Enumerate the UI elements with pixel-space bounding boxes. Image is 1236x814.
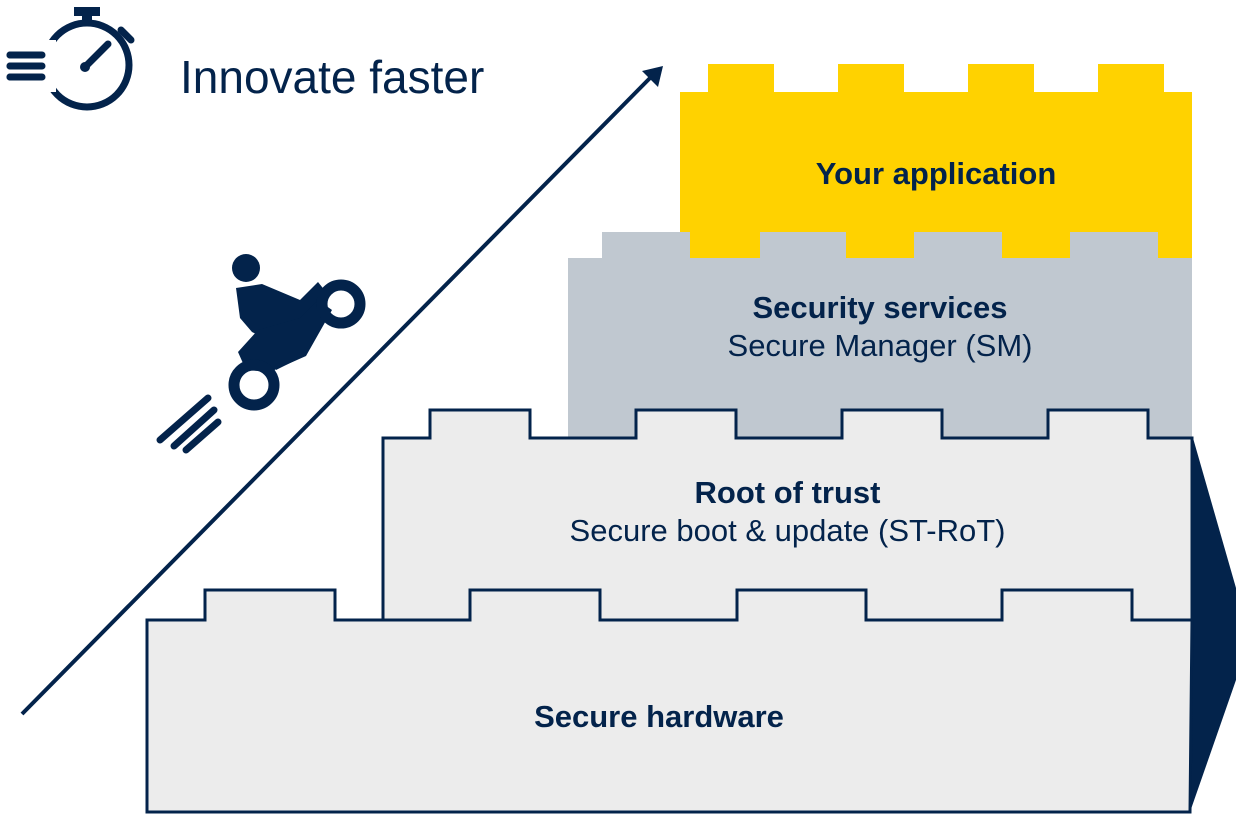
stopwatch-icon — [6, 7, 135, 111]
motorcycle-rider-icon — [156, 254, 366, 454]
diagonal-arrow — [20, 66, 663, 716]
layer-title: Security services — [752, 290, 1008, 325]
page-title: Innovate faster — [180, 51, 485, 103]
stack-side-wedge — [1190, 438, 1236, 812]
layer-label-your-application: Your application — [680, 155, 1192, 193]
layer-title: Secure hardware — [534, 699, 784, 734]
layer-subtitle: Secure boot & update (ST-RoT) — [569, 513, 1006, 548]
layer-title: Your application — [815, 156, 1057, 191]
layer-label-security-services: Security services Secure Manager (SM) — [568, 289, 1192, 365]
layer-security-services — [568, 232, 1192, 438]
layer-root-of-trust — [381, 408, 1194, 620]
layer-title: Root of trust — [694, 475, 881, 510]
layer-your-application — [680, 64, 1192, 258]
layer-secure-hardware — [145, 588, 1194, 814]
layer-label-secure-hardware: Secure hardware — [147, 698, 1171, 736]
layer-label-root-of-trust: Root of trust Secure boot & update (ST-R… — [383, 474, 1192, 550]
layer-subtitle: Secure Manager (SM) — [727, 328, 1033, 363]
